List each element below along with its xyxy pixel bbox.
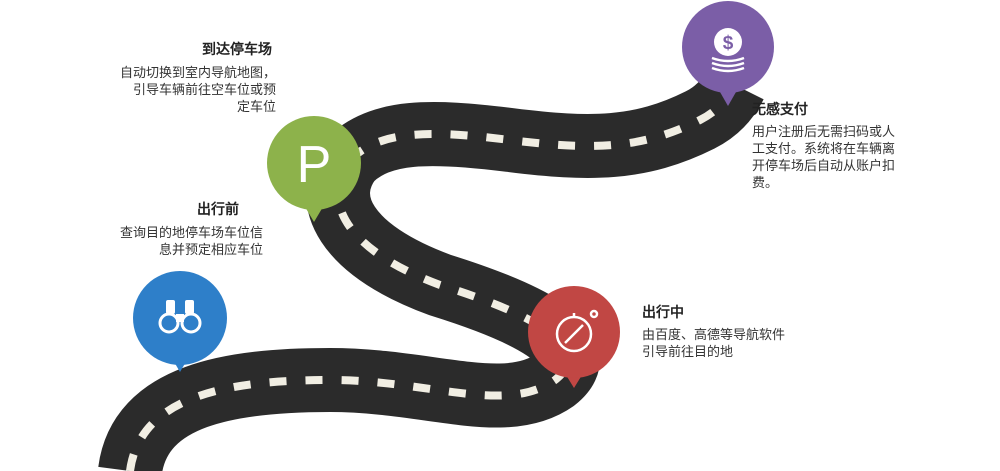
dollar-coins-icon: $	[711, 28, 745, 73]
stage-arrive-text: 到达停车场 自动切换到室内导航地图， 引导车辆前往空车位或预 定车位	[76, 40, 276, 116]
stage-arrive-desc: 自动切换到室内导航地图， 引导车辆前往空车位或预 定车位	[76, 65, 276, 116]
stage-during-desc: 由百度、高德等导航软件 引导前往目的地	[642, 327, 842, 361]
stage-arrive-title: 到达停车场	[202, 42, 272, 58]
desc-line: 由百度、高德等导航软件	[642, 328, 786, 343]
stage-during-text: 出行中 由百度、高德等导航软件 引导前往目的地	[642, 303, 842, 361]
desc-line: 开停车场后自动从账户扣	[752, 159, 896, 174]
stage-during-title: 出行中	[642, 305, 684, 321]
parking-p-icon: P	[297, 136, 332, 194]
pin-arrive: P	[267, 116, 361, 222]
compass-icon	[555, 309, 599, 353]
pin-during	[528, 286, 620, 388]
stage-before-desc: 查询目的地停车场车位信 息并预定相应车位	[63, 225, 263, 259]
road-center-dashes	[126, 83, 739, 471]
svg-text:$: $	[723, 33, 734, 54]
desc-line: 工支付。系统将在车辆离	[752, 142, 896, 157]
desc-line: 定车位	[236, 100, 276, 115]
pin-during-circle	[528, 286, 620, 378]
desc-line: 引导前往目的地	[642, 345, 734, 360]
stage-before-text: 出行前 查询目的地停车场车位信 息并预定相应车位	[63, 200, 263, 259]
stage-pay-text: 无感支付 用户注册后无需扫码或人 工支付。系统将在车辆离 开停车场后自动从账户扣…	[752, 100, 952, 192]
stage-pay-desc: 用户注册后无需扫码或人 工支付。系统将在车辆离 开停车场后自动从账户扣 费。	[752, 124, 952, 192]
desc-line: 费。	[752, 176, 779, 191]
desc-line: 引导车辆前往空车位或预	[132, 83, 276, 98]
pin-arrive-circle	[267, 116, 361, 210]
desc-line: 用户注册后无需扫码或人	[752, 125, 896, 140]
desc-line: 查询目的地停车场车位信	[119, 226, 263, 241]
desc-line: 自动切换到室内导航地图，	[119, 66, 276, 81]
stage-pay-title: 无感支付	[752, 102, 808, 118]
binoculars-icon	[158, 300, 202, 334]
pin-pay: $	[682, 1, 774, 106]
pin-before	[133, 271, 227, 372]
desc-line: 息并预定相应车位	[158, 243, 263, 258]
stage-before-title: 出行前	[197, 202, 239, 218]
